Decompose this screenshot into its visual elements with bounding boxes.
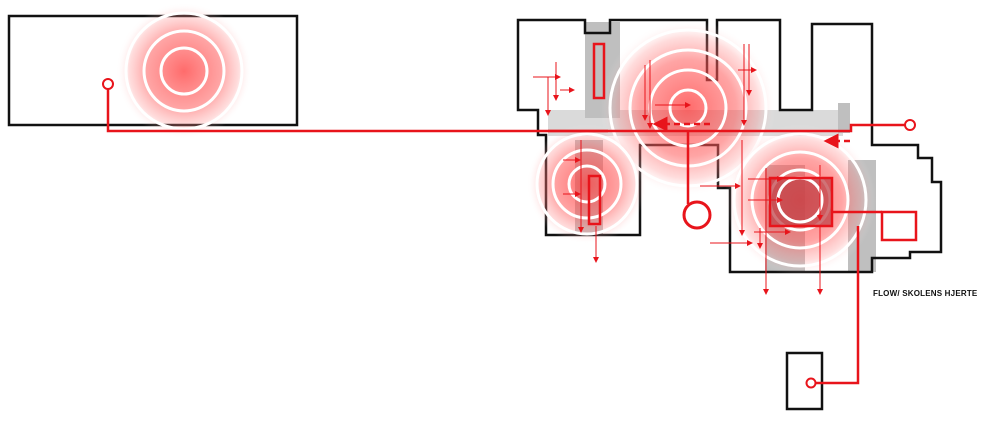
hub-east xyxy=(724,124,876,276)
red-room-outlines xyxy=(587,42,918,242)
dashed-flow-arrows xyxy=(652,116,850,149)
diagram-caption: FLOW/ SKOLENS HJERTE xyxy=(873,289,978,298)
building-small xyxy=(785,351,824,411)
circulation-arrows xyxy=(533,44,823,295)
flow-node-icon xyxy=(102,78,114,90)
hub-west xyxy=(527,124,647,244)
flow-ring-icon xyxy=(124,11,244,131)
main-flow-lines xyxy=(106,85,905,385)
hub-left xyxy=(116,3,252,139)
hub-center xyxy=(600,20,776,196)
flow-nodes xyxy=(102,78,916,389)
